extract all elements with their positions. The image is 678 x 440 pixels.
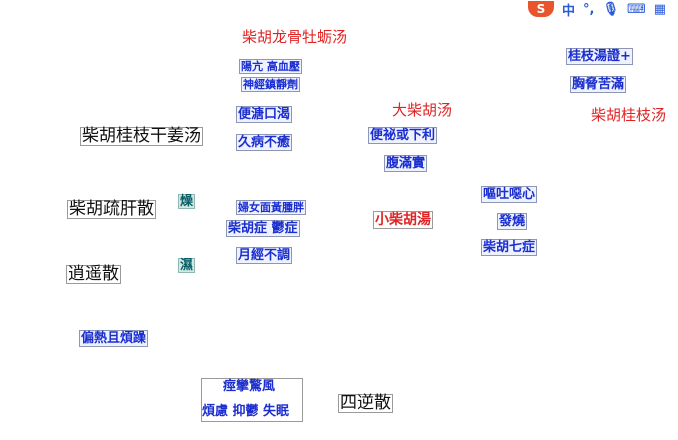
sogou-logo-icon[interactable]: S [528, 1, 554, 17]
microphone-icon[interactable]: 🎙 [602, 1, 619, 17]
node-sini[interactable]: 四逆散 [338, 393, 393, 413]
node-fuman-shi[interactable]: 腹滿實 [384, 155, 428, 172]
node-bianmi-xiali[interactable]: 便祕或下利 [368, 127, 438, 144]
node-fanlv-yiyu-shimian[interactable]: 煩慮 抑鬱 失眠 [202, 404, 290, 419]
node-chaihu-longgu-muli[interactable]: 柴胡龙骨牡蛎汤 [242, 28, 348, 46]
node-funv-mianhuang[interactable]: 婦女面黃腫胖 [236, 200, 306, 215]
node-jiubing-buyu[interactable]: 久病不癒 [236, 134, 293, 151]
keyboard-icon[interactable]: ⌨ [626, 1, 646, 17]
node-chaihu-guizhi[interactable]: 柴胡桂枝汤 [591, 106, 667, 124]
node-pianre-fanzao[interactable]: 偏熱且煩躁 [79, 330, 149, 347]
ime-toolbar: S 中 °, 🎙 ⌨ ▦ [522, 0, 678, 19]
node-xiaoyao[interactable]: 逍遥散 [66, 264, 121, 284]
node-xiongxie-kuman[interactable]: 胸脅苦滿 [570, 76, 627, 93]
node-zao[interactable]: 燥 [178, 194, 196, 209]
node-chaihu-shugan[interactable]: 柴胡疏肝散 [67, 199, 156, 219]
node-dachaihu[interactable]: 大柴胡汤 [392, 101, 453, 119]
node-yuejing-butiao[interactable]: 月經不調 [236, 247, 293, 264]
node-chaihu-zheng-yuzheng[interactable]: 柴胡症 鬱症 [226, 220, 300, 237]
language-toggle[interactable]: 中 [562, 3, 576, 19]
node-biantang-kouke[interactable]: 便溏口渴 [236, 106, 293, 123]
apps-grid-icon[interactable]: ▦ [653, 1, 667, 17]
node-outu-exin[interactable]: 嘔吐噁心 [481, 186, 538, 203]
node-chaihu-guizhi-ganjiang[interactable]: 柴胡桂枝干姜汤 [80, 126, 203, 146]
punctuation-icon[interactable]: °, [583, 1, 595, 17]
node-shi[interactable]: 濕 [178, 258, 196, 273]
node-fashao[interactable]: 發燒 [497, 213, 528, 230]
node-jingluan-jingfeng[interactable]: 痙攣驚風 [223, 379, 276, 394]
node-group-sini-symptoms[interactable]: 痙攣驚風 煩慮 抑鬱 失眠 [201, 378, 303, 422]
node-chaihu-qi[interactable]: 柴胡七症 [481, 239, 538, 256]
node-shenjing-zhenjing[interactable]: 神經鎮靜劑 [241, 77, 300, 92]
node-guizhi-tang-zheng[interactable]: 桂枝湯證+ [566, 48, 633, 65]
node-xiaochaihu[interactable]: 小柴胡湯 [373, 211, 433, 229]
node-yangkang-gaoxueya[interactable]: 陽亢 高血壓 [239, 59, 302, 74]
